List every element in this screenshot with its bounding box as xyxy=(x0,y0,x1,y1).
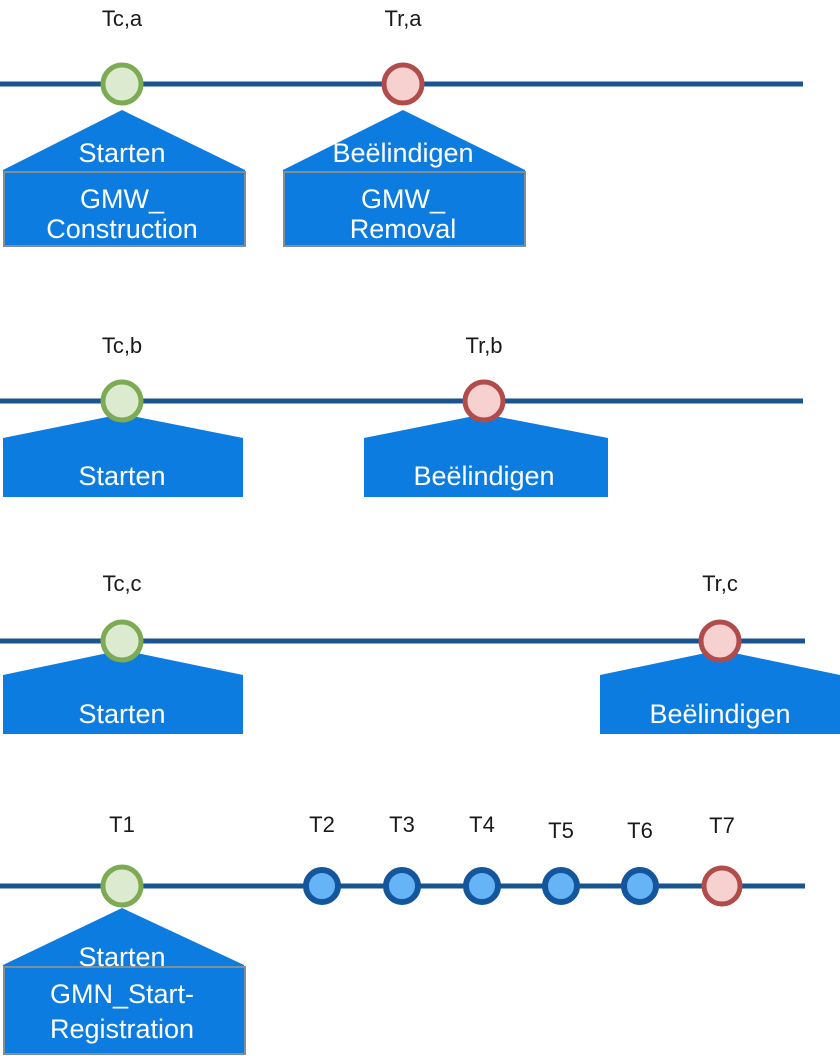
box-gmn-start-registration[interactable] xyxy=(3,966,246,1055)
shape-label-beeindigen-a: Beëlindigen xyxy=(332,138,473,168)
node-event-icon-t4[interactable] xyxy=(463,867,501,905)
node-event-icon-t2[interactable] xyxy=(303,867,341,905)
box-label-gmw-removal-line1: GMW_ xyxy=(361,184,446,214)
pentagon-starten-t1[interactable] xyxy=(3,908,244,977)
row-b: Tc,b Tr,b Starten Beëlindigen xyxy=(0,333,803,497)
tick-label-t7: T7 xyxy=(709,813,735,838)
box-label-gmw-construction-line2: Construction xyxy=(46,214,198,244)
box-label-gmn-line2: Registration xyxy=(50,1014,194,1044)
pentagon-starten-c[interactable] xyxy=(3,650,243,734)
tick-label-t6: T6 xyxy=(627,818,653,843)
shape-label-starten-c: Starten xyxy=(78,699,165,729)
row-c: Tc,c Tr,c Starten Beëlindigen xyxy=(0,571,840,734)
shape-label-starten-t1: Starten xyxy=(78,942,165,972)
node-end-icon-tr-c[interactable] xyxy=(698,619,742,663)
node-event-icon-t5[interactable] xyxy=(542,867,580,905)
box-label-gmw-removal-line2: Removal xyxy=(350,214,457,244)
tick-label-tr-a: Tr,a xyxy=(384,6,422,31)
box-gmw-construction[interactable] xyxy=(3,171,246,247)
pentagon-starten-a[interactable] xyxy=(3,110,245,182)
shape-label-beeindigen-b: Beëlindigen xyxy=(413,461,554,491)
tick-label-tr-c: Tr,c xyxy=(702,571,738,596)
tick-label-t5: T5 xyxy=(548,818,574,843)
row-a: Tc,a Tr,a Starten Beëlindigen GMW_ Const… xyxy=(0,6,803,247)
node-end-icon-t7[interactable] xyxy=(701,865,743,907)
tick-label-t3: T3 xyxy=(389,812,415,837)
tick-label-tc-b: Tc,b xyxy=(102,333,142,358)
node-event-icon-t6[interactable] xyxy=(621,867,659,905)
node-start-icon-tc-b[interactable] xyxy=(100,379,144,423)
pentagon-beeindigen-c[interactable] xyxy=(600,650,840,734)
tick-label-t4: T4 xyxy=(469,812,495,837)
tick-label-tc-c: Tc,c xyxy=(102,571,141,596)
pentagon-starten-b[interactable] xyxy=(3,414,243,497)
node-end-icon-tr-b[interactable] xyxy=(462,379,506,423)
node-end-icon-tr-a[interactable] xyxy=(381,62,425,106)
box-gmw-removal[interactable] xyxy=(283,171,526,247)
box-label-gmn-line1: GMN_Start- xyxy=(50,979,194,1009)
tick-label-t2: T2 xyxy=(309,812,335,837)
pentagon-beeindigen-b[interactable] xyxy=(364,414,608,497)
row-t: T1 T2 T3 T4 T5 T6 T7 Starten GMN_Start- … xyxy=(0,812,805,1055)
box-label-gmw-construction-line1: GMW_ xyxy=(80,184,165,214)
tick-label-t1: T1 xyxy=(109,812,135,837)
node-start-icon-t1[interactable] xyxy=(100,864,144,908)
shape-label-starten-b: Starten xyxy=(78,461,165,491)
pentagon-beeindigen-a[interactable] xyxy=(283,110,525,182)
shape-label-beeindigen-c: Beëlindigen xyxy=(649,699,790,729)
tick-label-tc-a: Tc,a xyxy=(102,6,143,31)
shape-label-starten-a: Starten xyxy=(78,138,165,168)
node-start-icon-tc-c[interactable] xyxy=(100,619,144,663)
node-event-icon-t3[interactable] xyxy=(383,867,421,905)
tick-label-tr-b: Tr,b xyxy=(465,333,502,358)
node-start-icon-tc-a[interactable] xyxy=(100,62,144,106)
